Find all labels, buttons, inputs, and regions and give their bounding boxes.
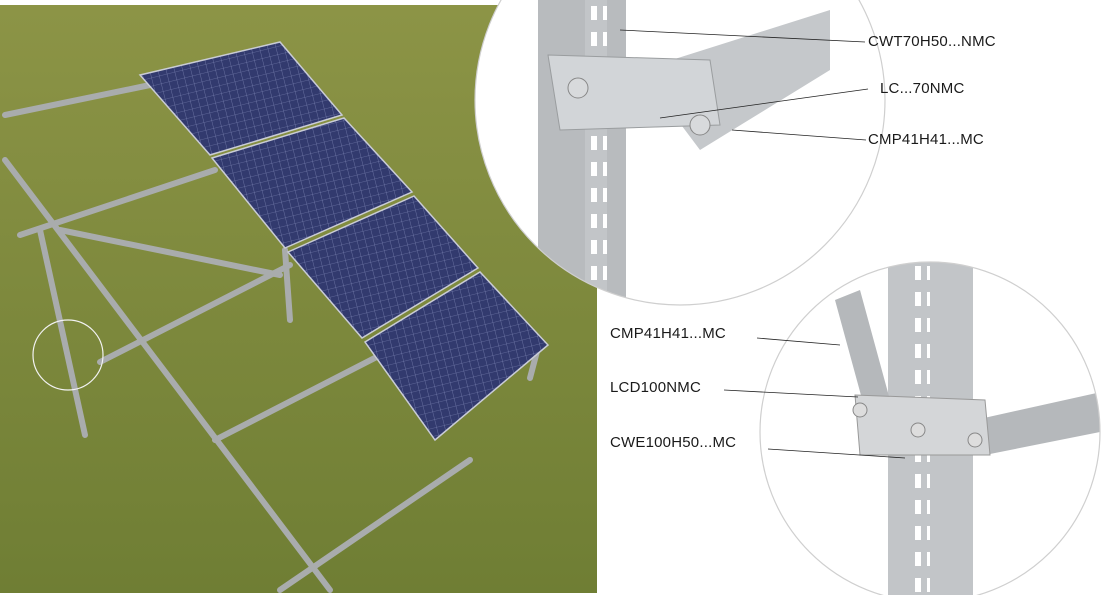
solar-panel-1 — [138, 41, 344, 156]
detail-view-top — [474, 0, 886, 306]
leader-lines — [619, 29, 906, 459]
solar-panel-2 — [210, 117, 414, 249]
callout-label: CWE100H50...MC — [610, 434, 737, 451]
callout-label: LC...70NMC — [880, 80, 965, 97]
detail-highlight-circle — [32, 319, 104, 391]
detail-view-bottom — [759, 261, 1101, 595]
callout-label: CMP41H41...MC — [610, 325, 726, 342]
callout-label: LCD100NMC — [610, 379, 701, 396]
solar-panel-3 — [286, 195, 480, 339]
callout-label: CMP41H41...MC — [868, 131, 984, 148]
solar-panels — [138, 41, 550, 442]
callout-label: CWT70H50...NMC — [868, 33, 996, 50]
solar-panel-4 — [363, 271, 550, 442]
